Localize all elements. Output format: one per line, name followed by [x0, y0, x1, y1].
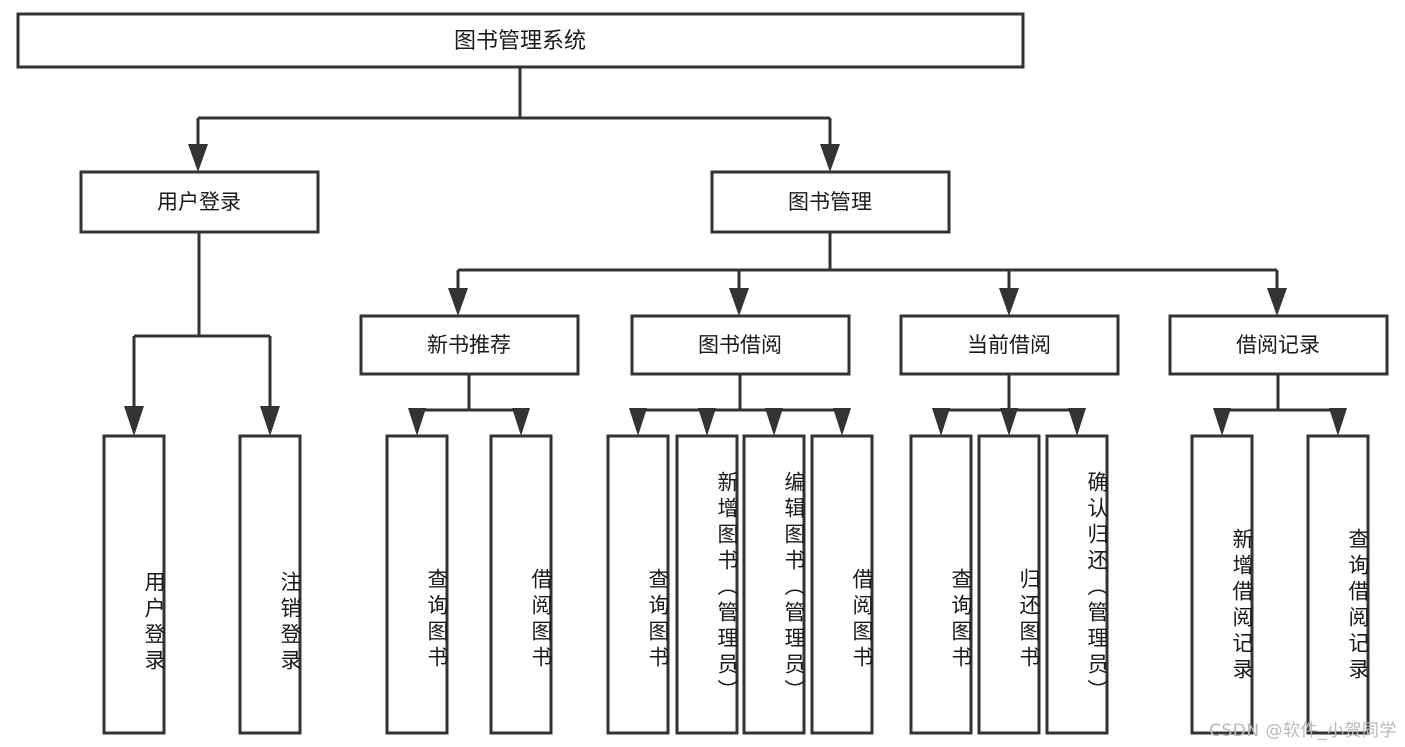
- leaf-box-current-2[interactable]: [977, 434, 1041, 735]
- arrowhead-record-leaf-2: [1329, 408, 1347, 436]
- leaf-box-current-1[interactable]: [909, 434, 973, 735]
- arrowhead-recommend-leaf-1: [408, 408, 426, 436]
- leaf-box-borrow-4[interactable]: [810, 434, 874, 735]
- node-current-borrow-box: [899, 314, 1120, 376]
- node-book-management-box: [710, 170, 951, 234]
- arrowhead-login-leaf-2: [260, 406, 280, 436]
- arrowhead-bookmgmt-child-1: [448, 288, 468, 316]
- node-borrow-record-label: 借阅记录: [1236, 333, 1320, 357]
- node-book-management-label: 图书管理: [788, 190, 872, 214]
- leaf-box-user-login-2[interactable]: [238, 434, 302, 735]
- arrowhead-current-leaf-1: [932, 408, 950, 436]
- arrowhead-current-leaf-3: [1068, 408, 1086, 436]
- leaf-box-user-login-1[interactable]: [102, 434, 166, 735]
- node-current-borrow[interactable]: 当前借阅: [899, 314, 1120, 376]
- leaf-box-recommend-1[interactable]: [385, 434, 449, 735]
- leaf-box-borrow-3[interactable]: [742, 434, 806, 735]
- arrowhead-borrow-leaf-1: [629, 408, 647, 436]
- node-root[interactable]: 图书管理系统: [16, 12, 1025, 69]
- node-root-box: [16, 12, 1025, 69]
- leaf-box-recommend-2[interactable]: [489, 434, 553, 735]
- leaf-box-borrow-2[interactable]: [675, 434, 739, 735]
- node-user-login[interactable]: 用户登录: [79, 170, 320, 234]
- arrowhead-bookmgmt-child-3: [999, 288, 1019, 316]
- node-book-borrow-box: [630, 314, 851, 376]
- csdn-watermark: CSDN @软件_小贺同学: [1209, 721, 1397, 741]
- node-new-book-recommend-label: 新书推荐: [427, 333, 511, 357]
- node-book-borrow-label: 图书借阅: [698, 333, 782, 357]
- arrowhead-borrow-leaf-3: [765, 408, 783, 436]
- leaf-box-record-2[interactable]: [1306, 434, 1370, 735]
- node-root-label: 图书管理系统: [454, 29, 586, 54]
- node-current-borrow-label: 当前借阅: [967, 333, 1051, 357]
- arrowhead-bookmgmt-child-4: [1267, 288, 1287, 316]
- node-book-borrow[interactable]: 图书借阅: [630, 314, 851, 376]
- arrowhead-root-to-bookmgmt: [820, 144, 840, 172]
- node-new-book-recommend[interactable]: 新书推荐: [359, 314, 580, 376]
- node-new-book-recommend-box: [359, 314, 580, 376]
- leaf-box-current-3[interactable]: [1045, 434, 1109, 735]
- node-borrow-record[interactable]: 借阅记录: [1168, 314, 1389, 376]
- leaf-box-record-1[interactable]: [1190, 434, 1254, 735]
- leaf-box-borrow-1[interactable]: [606, 434, 670, 735]
- arrowhead-root-to-login: [188, 144, 208, 172]
- arrowhead-recommend-leaf-2: [512, 408, 530, 436]
- arrowhead-borrow-leaf-4: [833, 408, 851, 436]
- arrowhead-borrow-leaf-2: [698, 408, 716, 436]
- node-user-login-label: 用户登录: [157, 190, 241, 214]
- arrowhead-bookmgmt-child-2: [729, 288, 749, 316]
- node-borrow-record-box: [1168, 314, 1389, 376]
- node-book-management[interactable]: 图书管理: [710, 170, 951, 234]
- arrowhead-current-leaf-2: [1000, 408, 1018, 436]
- arrowhead-record-leaf-1: [1213, 408, 1231, 436]
- arrowhead-login-leaf-1: [124, 406, 144, 436]
